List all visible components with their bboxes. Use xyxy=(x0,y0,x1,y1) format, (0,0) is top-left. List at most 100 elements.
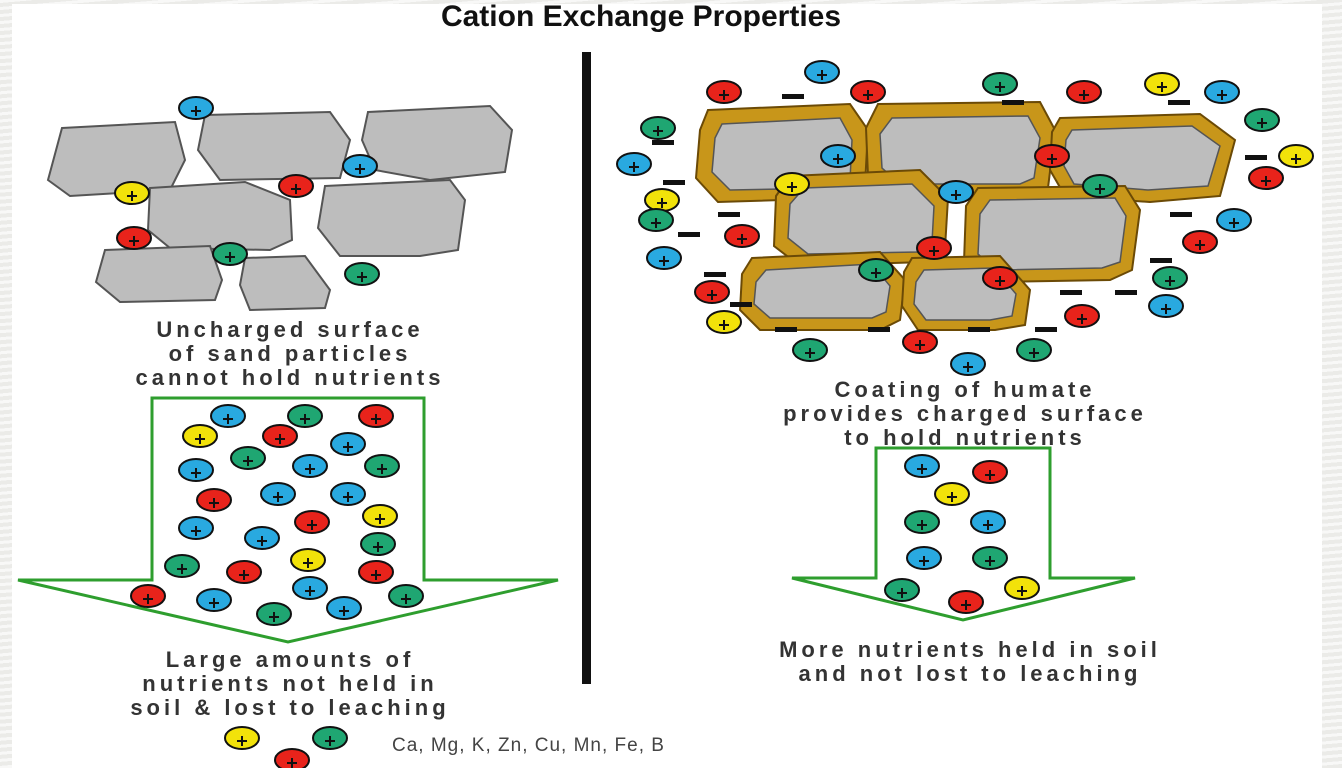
right-bottom-caption: More nutrients held in soil and not lost… xyxy=(779,637,1161,686)
red-cation xyxy=(724,224,760,248)
right-arrow xyxy=(791,446,1136,622)
green-cation xyxy=(972,546,1008,570)
green-cation xyxy=(344,262,380,286)
red-cation xyxy=(948,590,984,614)
red-cation xyxy=(1182,230,1218,254)
red-cation xyxy=(294,510,330,534)
sand-particle xyxy=(94,244,224,304)
blue-cation xyxy=(970,510,1006,534)
green-cation xyxy=(360,532,396,556)
red-cation xyxy=(982,266,1018,290)
left-bottom-caption: Large amounts of nutrients not held in s… xyxy=(130,647,450,720)
blue-cation xyxy=(1216,208,1252,232)
red-cation xyxy=(116,226,152,250)
right-caption: Coating of humate provides charged surfa… xyxy=(783,377,1147,450)
green-cation xyxy=(212,242,248,266)
green-cation xyxy=(164,554,200,578)
blue-cation xyxy=(178,458,214,482)
blue-cation xyxy=(178,96,214,120)
humate-particles xyxy=(694,100,1237,331)
green-cation xyxy=(1082,174,1118,198)
red-cation xyxy=(1248,166,1284,190)
green-cation xyxy=(640,116,676,140)
blue-cation xyxy=(244,526,280,550)
blue-cation xyxy=(342,154,378,178)
red-cation xyxy=(972,460,1008,484)
green-cation xyxy=(792,338,828,362)
blue-cation xyxy=(950,352,986,376)
green-cation xyxy=(388,584,424,608)
left-arrow xyxy=(17,396,559,644)
negative-charges xyxy=(652,94,1267,332)
red-cation xyxy=(278,174,314,198)
ions xyxy=(114,60,1314,768)
blue-cation xyxy=(938,180,974,204)
blue-cation xyxy=(1148,294,1184,318)
blue-cation xyxy=(330,432,366,456)
blue-cation xyxy=(906,546,942,570)
red-cation xyxy=(1034,144,1070,168)
legend-text: Ca, Mg, K, Zn, Cu, Mn, Fe, B xyxy=(392,735,665,756)
green-cation xyxy=(884,578,920,602)
blue-cation xyxy=(196,588,232,612)
red-cation xyxy=(130,584,166,608)
diagram-title: Cation Exchange Properties xyxy=(440,0,842,33)
red-cation xyxy=(706,80,742,104)
red-cation xyxy=(902,330,938,354)
yellow-cation xyxy=(1278,144,1314,168)
red-cation xyxy=(916,236,952,260)
left-caption: Uncharged surface of sand particles cann… xyxy=(135,317,445,390)
red-cation xyxy=(274,748,310,768)
red-cation xyxy=(262,424,298,448)
blue-cation xyxy=(178,516,214,540)
green-cation xyxy=(638,208,674,232)
sand-particle xyxy=(146,180,294,252)
blue-cation xyxy=(330,482,366,506)
yellow-cation xyxy=(644,188,680,212)
green-cation xyxy=(1016,338,1052,362)
sand-particles xyxy=(46,104,514,312)
yellow-cation xyxy=(1144,72,1180,96)
red-cation xyxy=(196,488,232,512)
green-cation xyxy=(230,446,266,470)
blue-cation xyxy=(904,454,940,478)
sand-particle xyxy=(196,110,352,182)
blue-cation xyxy=(210,404,246,428)
red-cation xyxy=(850,80,886,104)
green-cation xyxy=(858,258,894,282)
red-cation xyxy=(1064,304,1100,328)
center-divider xyxy=(582,52,591,684)
green-cation xyxy=(287,404,323,428)
sand-particle xyxy=(46,120,187,198)
blue-cation xyxy=(820,144,856,168)
sand-particle xyxy=(238,254,332,312)
red-cation xyxy=(694,280,730,304)
blue-cation xyxy=(292,576,328,600)
yellow-cation xyxy=(1004,576,1040,600)
red-cation xyxy=(358,560,394,584)
yellow-cation xyxy=(774,172,810,196)
sand-particle xyxy=(360,104,514,182)
blue-cation xyxy=(292,454,328,478)
yellow-cation xyxy=(290,548,326,572)
red-cation xyxy=(358,404,394,428)
green-cation xyxy=(1244,108,1280,132)
blue-cation xyxy=(260,482,296,506)
green-cation xyxy=(256,602,292,626)
blue-cation xyxy=(1204,80,1240,104)
yellow-cation xyxy=(362,504,398,528)
blue-cation xyxy=(616,152,652,176)
sand-particle xyxy=(316,178,467,257)
green-cation xyxy=(1152,266,1188,290)
yellow-cation xyxy=(224,726,260,750)
blue-cation xyxy=(804,60,840,84)
yellow-cation xyxy=(114,181,150,205)
red-cation xyxy=(226,560,262,584)
yellow-cation xyxy=(706,310,742,334)
green-cation xyxy=(364,454,400,478)
yellow-cation xyxy=(182,424,218,448)
blue-cation xyxy=(326,596,362,620)
green-cation xyxy=(312,726,348,750)
green-cation xyxy=(982,72,1018,96)
